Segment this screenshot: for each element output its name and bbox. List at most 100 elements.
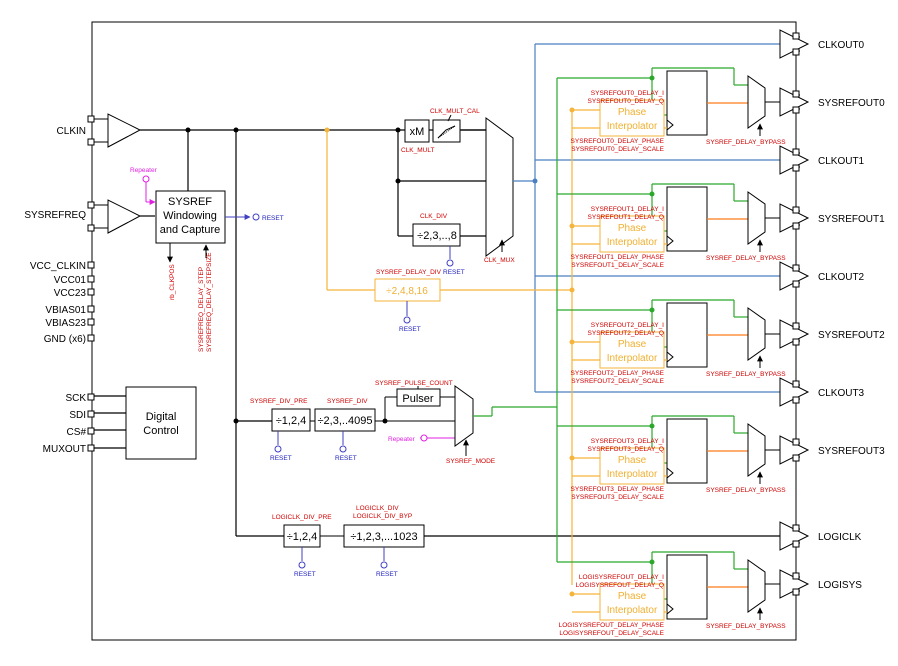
repeater-label: Repeater: [130, 167, 158, 174]
left-pins: CLKIN SYSREFREQ VCC_CLKIN VCC01 VCC23 VB…: [24, 126, 86, 455]
pin-square: [792, 206, 800, 214]
phase-text: Interpolator: [607, 121, 658, 132]
left-pin-squares: [87, 115, 95, 452]
delay-q-label: SYSREFOUT3_DELAY_Q: [588, 446, 664, 453]
clk-mux: CLK_MUX: [484, 117, 515, 264]
phase-interpolator: [599, 447, 665, 485]
clkin-buffer: [94, 113, 142, 148]
sysref-delay-div-block: SYSREF_DELAY_DIV ÷2,4,8,16 RESET: [374, 269, 442, 333]
pin-square: [792, 338, 800, 346]
pin-square: [792, 148, 800, 156]
sysref-channel: PhaseInterpolatorSYSREF_DELAY_BYPASSSYSR…: [557, 299, 786, 385]
pin-square: [792, 540, 800, 548]
phase-interpolator: [599, 99, 665, 137]
logiclk-div-block: LOGICLK_DIV LOGICLK_DIV_BYP ÷1,2,3,...10…: [343, 505, 425, 578]
pin-square: [792, 454, 800, 462]
bypass-label: SYSREF_DELAY_BYPASS: [706, 371, 786, 378]
capture-line2: Windowing: [163, 210, 217, 222]
output-driver: LOGICLK: [779, 521, 862, 551]
digital-control-block: Digital Control: [125, 386, 197, 460]
delay-i-label: SYSREFOUT1_DELAY_I: [591, 206, 664, 213]
logiclk-div-label: LOGICLK_DIV: [356, 505, 399, 512]
delay-q-label: SYSREFOUT2_DELAY_Q: [588, 330, 664, 337]
delay-i-label: SYSREFOUT2_DELAY_I: [591, 322, 664, 329]
phase-text: Interpolator: [607, 605, 658, 616]
clock-edge: [666, 119, 674, 131]
delay-dot: [324, 127, 330, 133]
output-driver: SYSREFOUT0: [779, 87, 885, 117]
sysref-div-label: SYSREF_DIV: [327, 398, 368, 405]
pin-square: [792, 438, 800, 446]
digital-line2: Control: [143, 425, 178, 437]
output-driver: LOGISYS: [779, 569, 862, 599]
bypass-label: SYSREF_DELAY_BYPASS: [706, 139, 786, 146]
pin-label: SYSREFREQ: [24, 210, 86, 221]
delay-scale-label: LOGISYSREFOUT_DELAY_SCALE: [559, 630, 664, 637]
delay-step: SYSREFREQ_DELAY_STEP: [198, 267, 205, 352]
pin-square: [792, 396, 800, 404]
pin-square: [792, 164, 800, 172]
pin-square: [792, 264, 800, 272]
phase-text: Phase: [618, 339, 647, 350]
sysref-channel: PhaseInterpolatorSYSREF_DELAY_BYPASSSYSR…: [557, 415, 786, 501]
clk-mult-label: CLK_MULT: [401, 147, 435, 154]
sysref-mode-label: SYSREF_MODE: [446, 458, 496, 465]
bypass-label: SYSREF_DELAY_BYPASS: [706, 487, 786, 494]
output-label: LOGISYS: [818, 580, 862, 591]
clock-edge: [666, 467, 674, 479]
capture-outputs: [167, 243, 209, 263]
clock-edge: [666, 235, 674, 247]
capture-line3: and Capture: [160, 224, 221, 236]
wire-dot: [569, 223, 575, 229]
pulse-count-label: SYSREF_PULSE_COUNT: [375, 380, 453, 387]
rb-clkpos: rb_CLKPOS: [169, 264, 176, 300]
sysref-wires: [375, 396, 455, 422]
output-driver: CLKOUT0: [779, 29, 865, 59]
sysref-channel: PhaseInterpolatorSYSREF_DELAY_BYPASSSYSR…: [557, 183, 786, 269]
output-drivers: CLKOUT0SYSREFOUT0CLKOUT1SYSREFOUT1CLKOUT…: [779, 29, 885, 599]
delay-mux: [747, 75, 766, 129]
delay-phase-label: SYSREFOUT1_DELAY_PHASE: [571, 254, 665, 261]
phase-interpolator: [599, 215, 665, 253]
clk-div-block: CLK_DIV ÷2,3,..,8 RESET: [412, 213, 465, 276]
output-driver: SYSREFOUT3: [779, 435, 885, 465]
dist-dot: [532, 178, 538, 184]
clk-mult-block: xM CLK_MULT_CAL CLK_MULT: [401, 108, 480, 154]
wire-dot: [382, 418, 388, 424]
clk-div-label: CLK_DIV: [420, 213, 448, 220]
delay-div-text: ÷2,4,8,16: [386, 286, 428, 297]
phase-text: Interpolator: [607, 469, 658, 480]
reset-label: RESET: [399, 326, 421, 333]
output-driver: SYSREFOUT1: [779, 203, 885, 233]
sysref-distribution: [473, 78, 558, 562]
delay-dot: [569, 287, 575, 293]
pin-label: CS#: [67, 427, 87, 438]
sysref-div-pre-block: SYSREF_DIV_PRE ÷1,2,4 RESET: [250, 398, 311, 462]
flip-flop: [666, 302, 708, 368]
pin-square: [792, 588, 800, 596]
pin-label: SDI: [69, 410, 86, 421]
sysrefreq-buffer: [94, 199, 142, 234]
logiclk-div-byp-label: LOGICLK_DIV_BYP: [353, 513, 412, 520]
output-label: CLKOUT3: [818, 388, 865, 399]
phase-text: Phase: [618, 107, 647, 118]
sysref-mux: SYSREF_MODE: [446, 385, 496, 465]
pin-square: [792, 280, 800, 288]
reset-label: RESET: [262, 215, 284, 222]
logiclk-div-pre-block: LOGICLK_DIV_PRE ÷1,2,4 RESET: [272, 514, 332, 578]
logiclk-div-pre-text: ÷1,2,4: [287, 531, 318, 543]
delay-phase-label: SYSREFOUT3_DELAY_PHASE: [571, 486, 665, 493]
reset-label: RESET: [376, 571, 398, 578]
delay-scale-label: SYSREFOUT3_DELAY_SCALE: [571, 494, 664, 501]
bypass-label: SYSREF_DELAY_BYPASS: [706, 623, 786, 630]
pin-square: [792, 524, 800, 532]
logiclk-div-text: ÷1,2,3,...1023: [350, 531, 417, 543]
pin-square: [792, 48, 800, 56]
delay-mux: [747, 191, 766, 245]
delay-i-label: LOGISYSREFOUT_DELAY_I: [579, 574, 664, 581]
delay-mux: [747, 423, 766, 477]
logiclk-div-pre-label: LOGICLK_DIV_PRE: [272, 514, 332, 521]
sysref-channel: PhaseInterpolatorSYSREF_DELAY_BYPASSLOGI…: [557, 551, 786, 637]
delay-scale-label: SYSREFOUT2_DELAY_SCALE: [571, 378, 664, 385]
output-driver: CLKOUT3: [779, 377, 865, 407]
